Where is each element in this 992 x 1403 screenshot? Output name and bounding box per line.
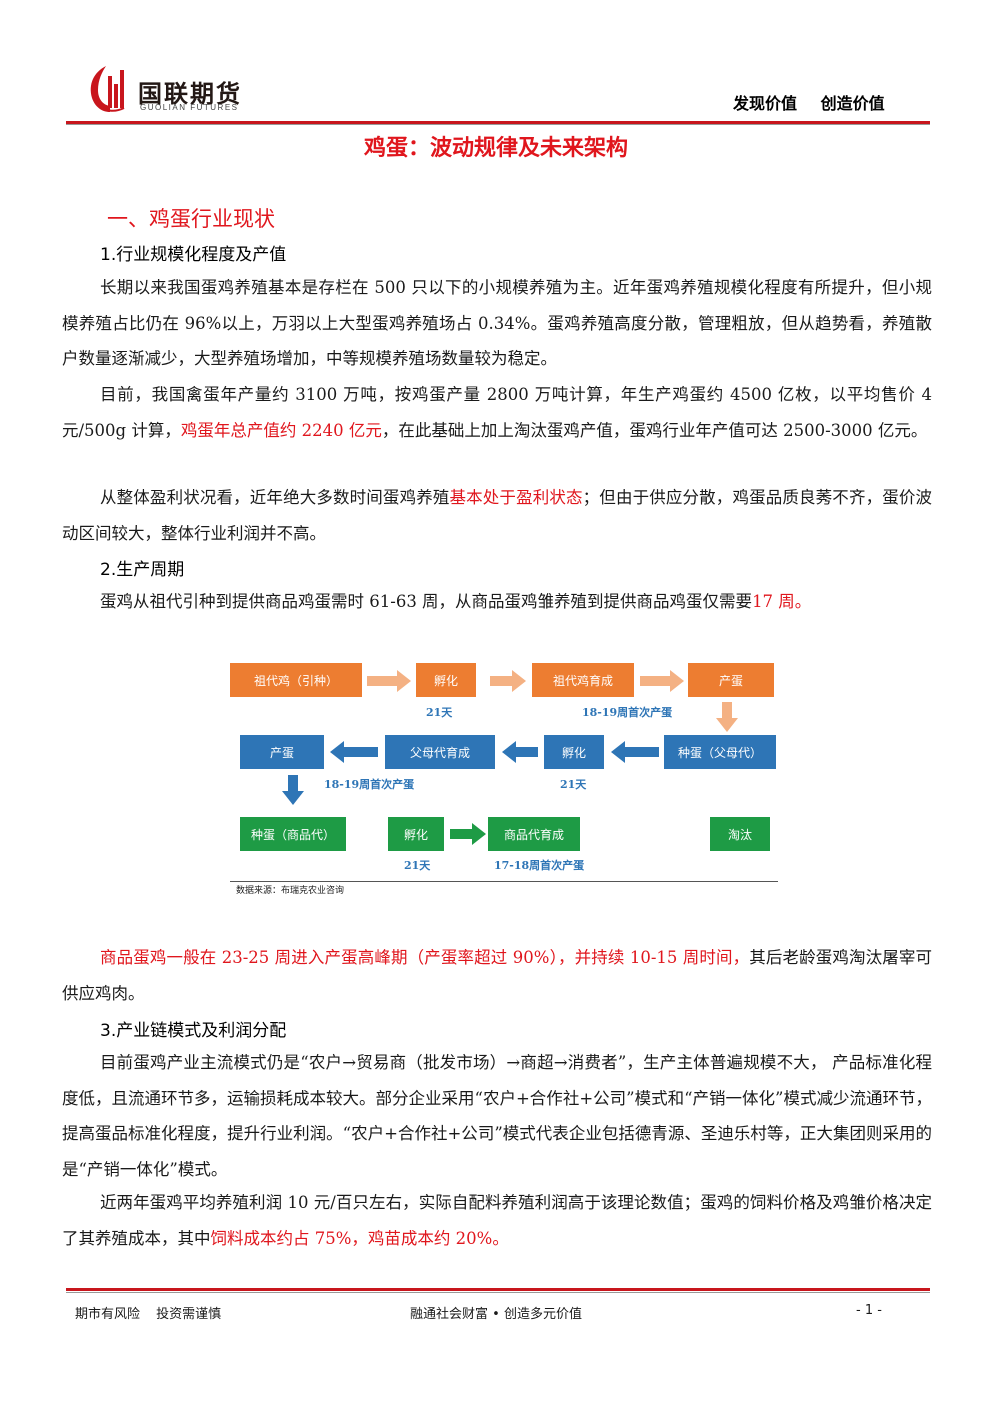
paragraph: 近两年蛋鸡平均养殖利润 10 元/百只左右，实际自配料养殖利润高于该理论数值；蛋…: [62, 1193, 932, 1248]
chart-divider: [230, 881, 778, 882]
header-slogan: 发现价值 创造价值: [733, 94, 885, 113]
subsection-heading: 1.行业规模化程度及产值: [100, 245, 287, 265]
arrow-left-icon: [611, 741, 659, 763]
document-title: 鸡蛋：波动规律及未来架构: [363, 136, 628, 161]
paragraph: 从整体盈利状况看，近年绝大多数时间蛋鸡养殖基本处于盈利状态；但由于供应分散，鸡蛋…: [62, 488, 933, 543]
duration-label: 21天: [560, 778, 587, 791]
section-heading: 一、鸡蛋行业现状: [107, 207, 275, 231]
subsection-heading: 3.产业链模式及利润分配: [100, 1021, 287, 1041]
arrow-right-icon: [640, 670, 684, 692]
company-name: 国联期货: [138, 80, 242, 108]
page-number: - 1 -: [856, 1303, 882, 1318]
paragraph: 商品蛋鸡一般在 23-25 周进入产蛋高峰期（产蛋率超过 90%），并持续 10…: [62, 948, 933, 1003]
paragraph: 蛋鸡从祖代引种到提供商品鸡蛋需时 61-63 周，从商品蛋鸡雏养殖到提供商品鸡蛋…: [100, 592, 812, 611]
flow-step: 孵化: [544, 735, 604, 769]
highlight-text: 基本处于盈利状态: [449, 488, 583, 507]
header-divider-thin: [66, 124, 930, 125]
subsection-heading: 2.生产周期: [100, 560, 185, 580]
flow-step: 产蛋: [240, 735, 324, 769]
flow-step: 祖代鸡育成: [532, 663, 634, 697]
guolian-logo-icon: [90, 66, 125, 112]
duration-label: 17-18周首次产蛋: [494, 859, 585, 872]
footer-divider-thin: [66, 1292, 930, 1293]
flow-step: 种蛋（父母代）: [664, 735, 776, 769]
data-source: 数据来源：布瑞克农业咨询: [236, 886, 345, 896]
flow-step: 父母代育成: [385, 735, 495, 769]
flow-step: 产蛋: [688, 663, 774, 697]
highlight-text: 饲料成本约占 75%，鸡苗成本约 20%。: [210, 1228, 509, 1248]
footer-risk-notice: 期市有风险 投资需谨慎: [75, 1307, 222, 1322]
paragraph: 长期以来我国蛋鸡养殖基本是存栏在 500 只以下的小规模养殖为主。近年蛋鸡养殖规…: [62, 278, 932, 368]
flow-step: 孵化: [388, 817, 444, 851]
arrow-right-icon: [367, 670, 411, 692]
flow-step: 商品代育成: [488, 817, 580, 851]
flow-step: 祖代鸡（引种）: [230, 663, 362, 697]
duration-label: 21天: [404, 859, 431, 872]
arrow-left-icon: [502, 741, 538, 763]
duration-label: 18-19周首次产蛋: [324, 778, 415, 791]
duration-label: 18-19周首次产蛋: [582, 706, 673, 719]
arrow-down-icon: [716, 702, 738, 732]
arrow-left-icon: [330, 741, 378, 763]
footer-motto: 融通社会财富 • 创造多元价值: [410, 1307, 582, 1322]
production-cycle-diagram: 祖代鸡（引种） 孵化 祖代鸡育成 产蛋 21天 18-19周首次产蛋 产蛋 父母…: [230, 655, 785, 896]
arrow-right-icon: [490, 670, 526, 692]
arrow-right-icon: [450, 823, 486, 845]
paragraph: 目前蛋鸡产业主流模式仍是“农户→贸易商（批发市场）→商超→消费者”，生产主体普遍…: [62, 1053, 932, 1179]
flow-step: 孵化: [416, 663, 476, 697]
company-name-en: GUOLIAN FUTURES: [140, 103, 239, 112]
highlight-text: 鸡蛋年总产值约 2240 亿元: [180, 420, 382, 440]
highlight-text: 17 周。: [752, 592, 812, 611]
footer-divider: [66, 1288, 930, 1291]
paragraph: 目前，我国禽蛋年产量约 3100 万吨，按鸡蛋产量 2800 万吨计算，年生产鸡…: [62, 385, 932, 440]
flow-step: 种蛋（商品代）: [240, 817, 346, 851]
flow-step: 淘汰: [710, 817, 770, 851]
header-divider: [66, 121, 930, 124]
arrow-down-icon: [282, 775, 304, 805]
duration-label: 21天: [426, 706, 453, 719]
highlight-text: 商品蛋鸡一般在 23-25 周进入产蛋高峰期（产蛋率超过 90%），并持续 10…: [100, 948, 750, 967]
